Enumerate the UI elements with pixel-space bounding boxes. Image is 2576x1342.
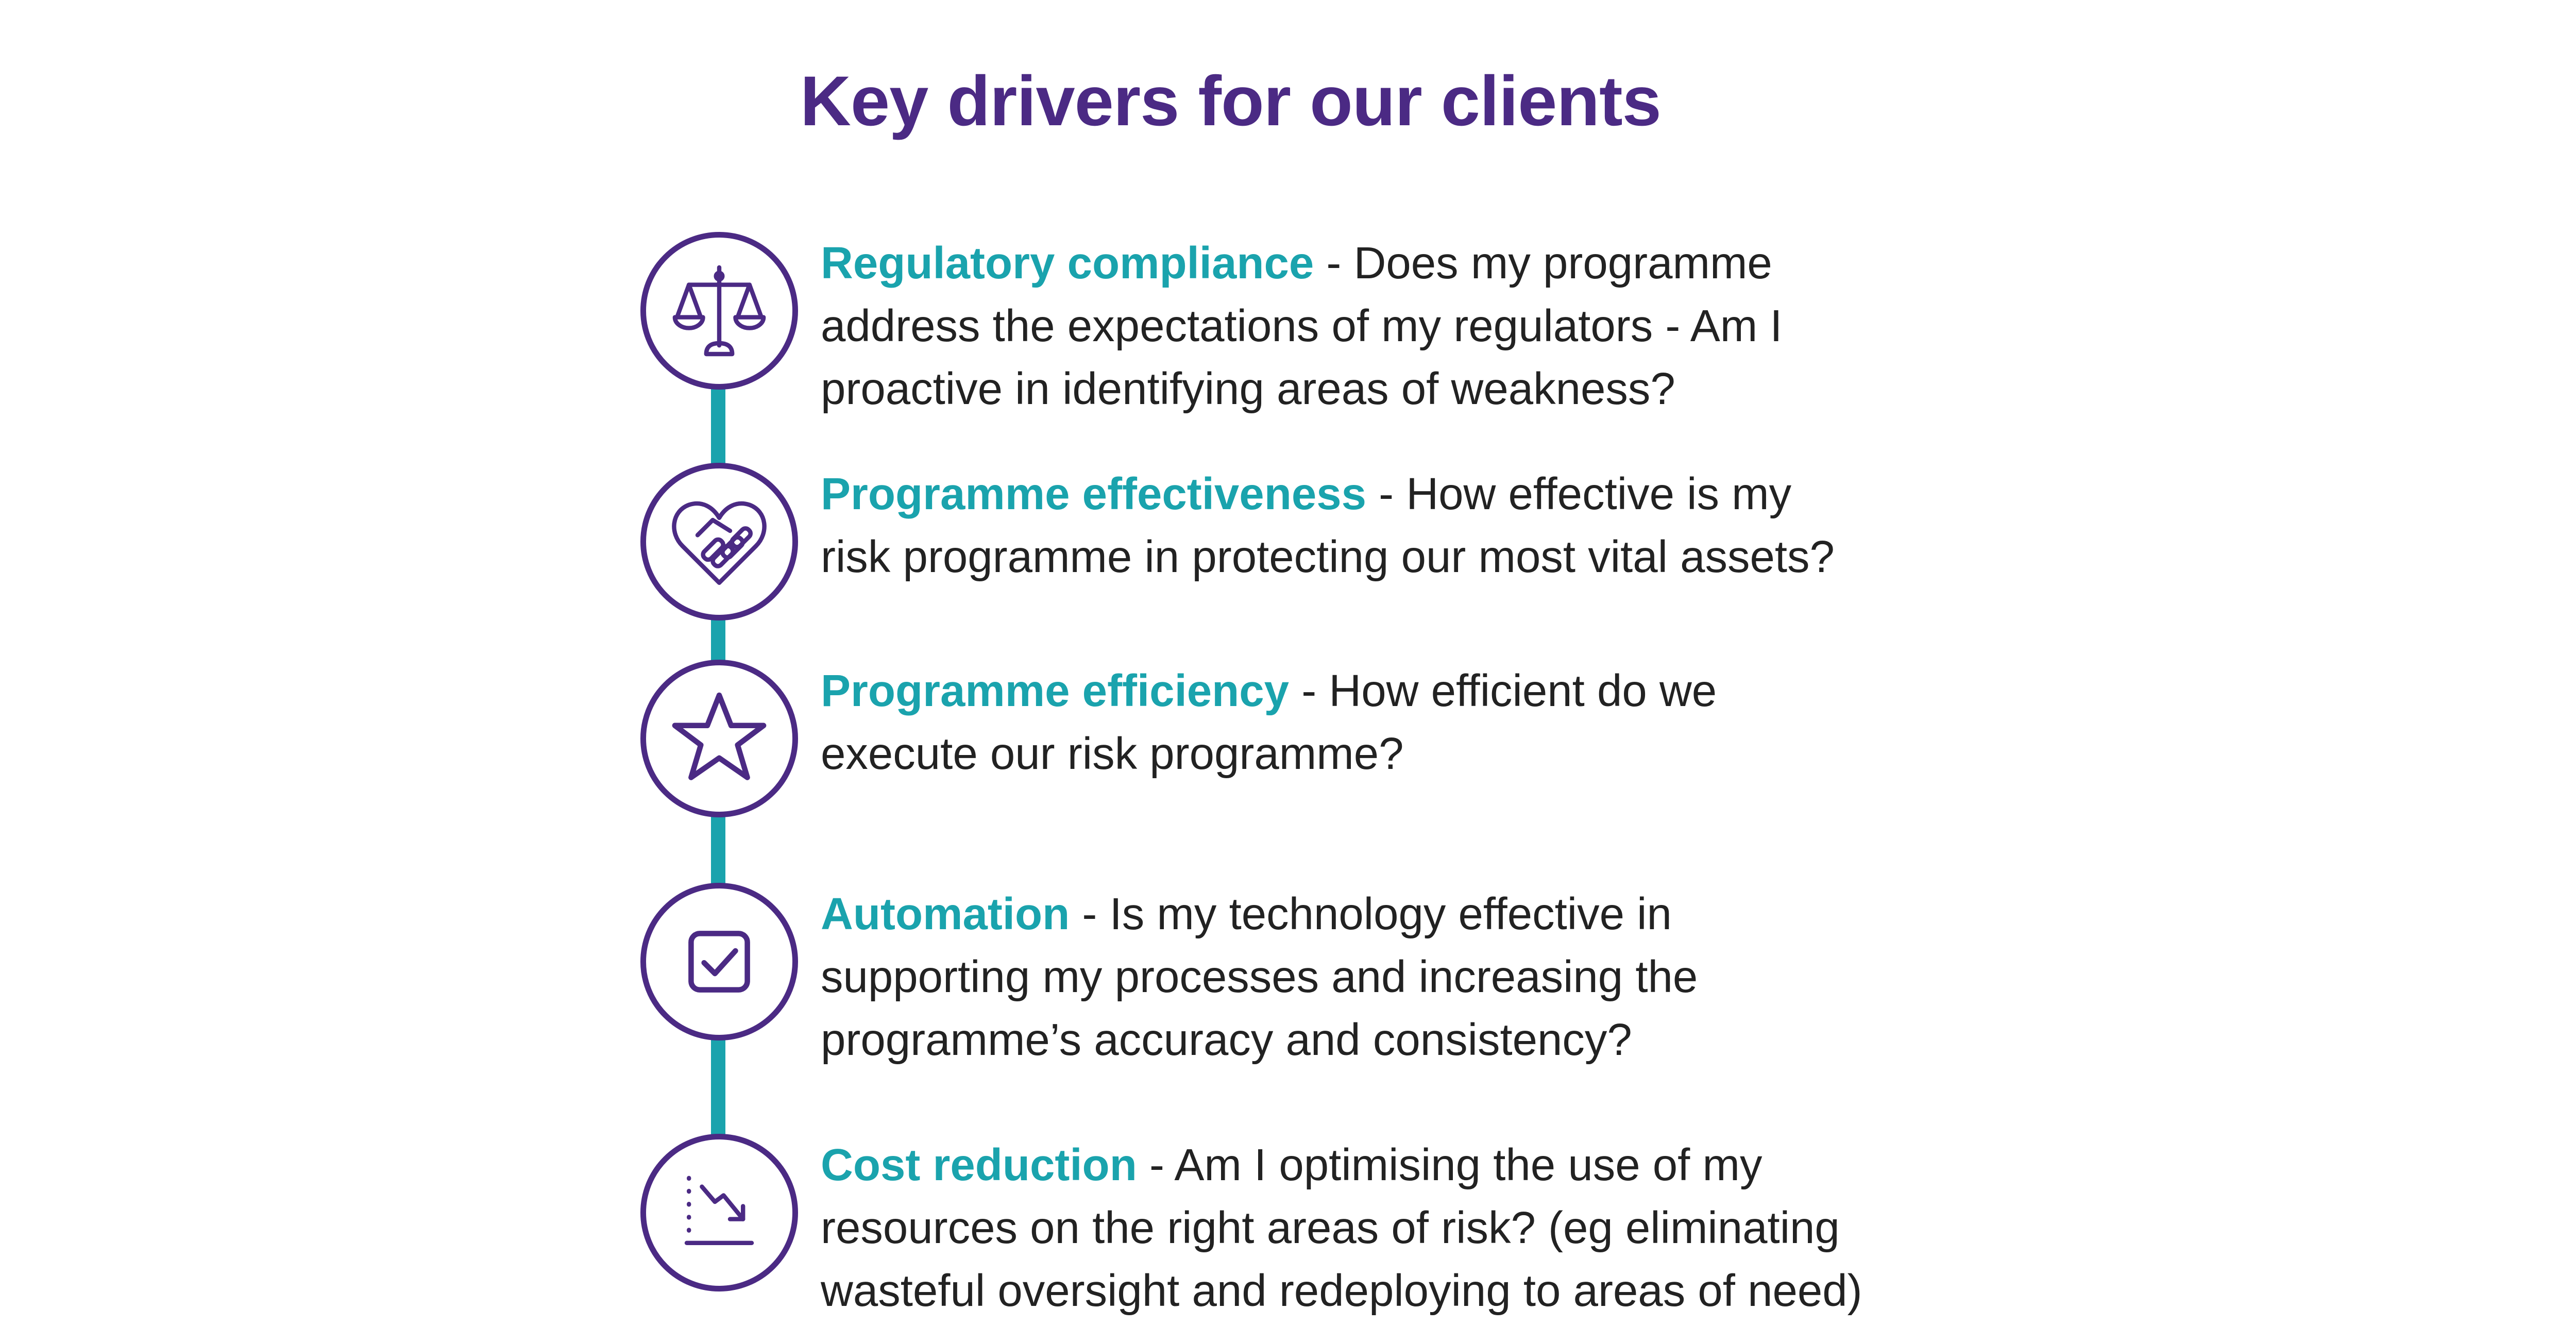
driver-description: - Does my programme [1314, 238, 1772, 288]
downtrend-chart-icon [684, 1176, 754, 1245]
driver-description: execute our risk programme? [821, 729, 1404, 779]
driver-text: Cost reduction - Am I optimising the use… [821, 1134, 2006, 1322]
driver-description: proactive in identifying areas of weakne… [821, 364, 1675, 414]
heart-handshake-icon [672, 501, 767, 585]
driver-description: resources on the right areas of risk? (e… [821, 1203, 1840, 1253]
star-icon [672, 692, 767, 780]
scales-icon [672, 265, 766, 357]
driver-description: wasteful oversight and redeploying to ar… [821, 1266, 1862, 1316]
driver-description: - How efficient do we [1289, 666, 1717, 716]
driver-text: Regulatory compliance - Does my programm… [821, 232, 2006, 421]
driver-title: Regulatory compliance [821, 238, 1314, 288]
driver-description: address the expectations of my regulator… [821, 301, 1783, 351]
page-title: Key drivers for our clients [800, 62, 1662, 141]
driver-title: Programme efficiency [821, 666, 1290, 716]
driver-title: Automation [821, 889, 1070, 939]
driver-text: Programme efficiency - How efficient do … [821, 660, 2006, 785]
driver-description: - How effective is my [1366, 469, 1792, 519]
driver-title: Cost reduction [821, 1140, 1137, 1190]
driver-description: supporting my processes and increasing t… [821, 952, 1698, 1002]
icon-circle [640, 232, 798, 390]
icon-circle [640, 660, 798, 817]
icon-circle [640, 1134, 798, 1291]
driver-text: Automation - Is my technology effective … [821, 883, 2006, 1071]
driver-description: - Is my technology effective in [1070, 889, 1672, 939]
driver-description: - Am I optimising the use of my [1137, 1140, 1762, 1190]
driver-text: Programme effectiveness - How effective … [821, 463, 2006, 589]
icon-circle [640, 883, 798, 1041]
icon-circle [640, 463, 798, 620]
driver-title: Programme effectiveness [821, 469, 1366, 519]
checkbox-icon [688, 931, 750, 993]
driver-description: risk programme in protecting our most vi… [821, 532, 1835, 582]
driver-description: programme’s accuracy and consistency? [821, 1015, 1632, 1065]
